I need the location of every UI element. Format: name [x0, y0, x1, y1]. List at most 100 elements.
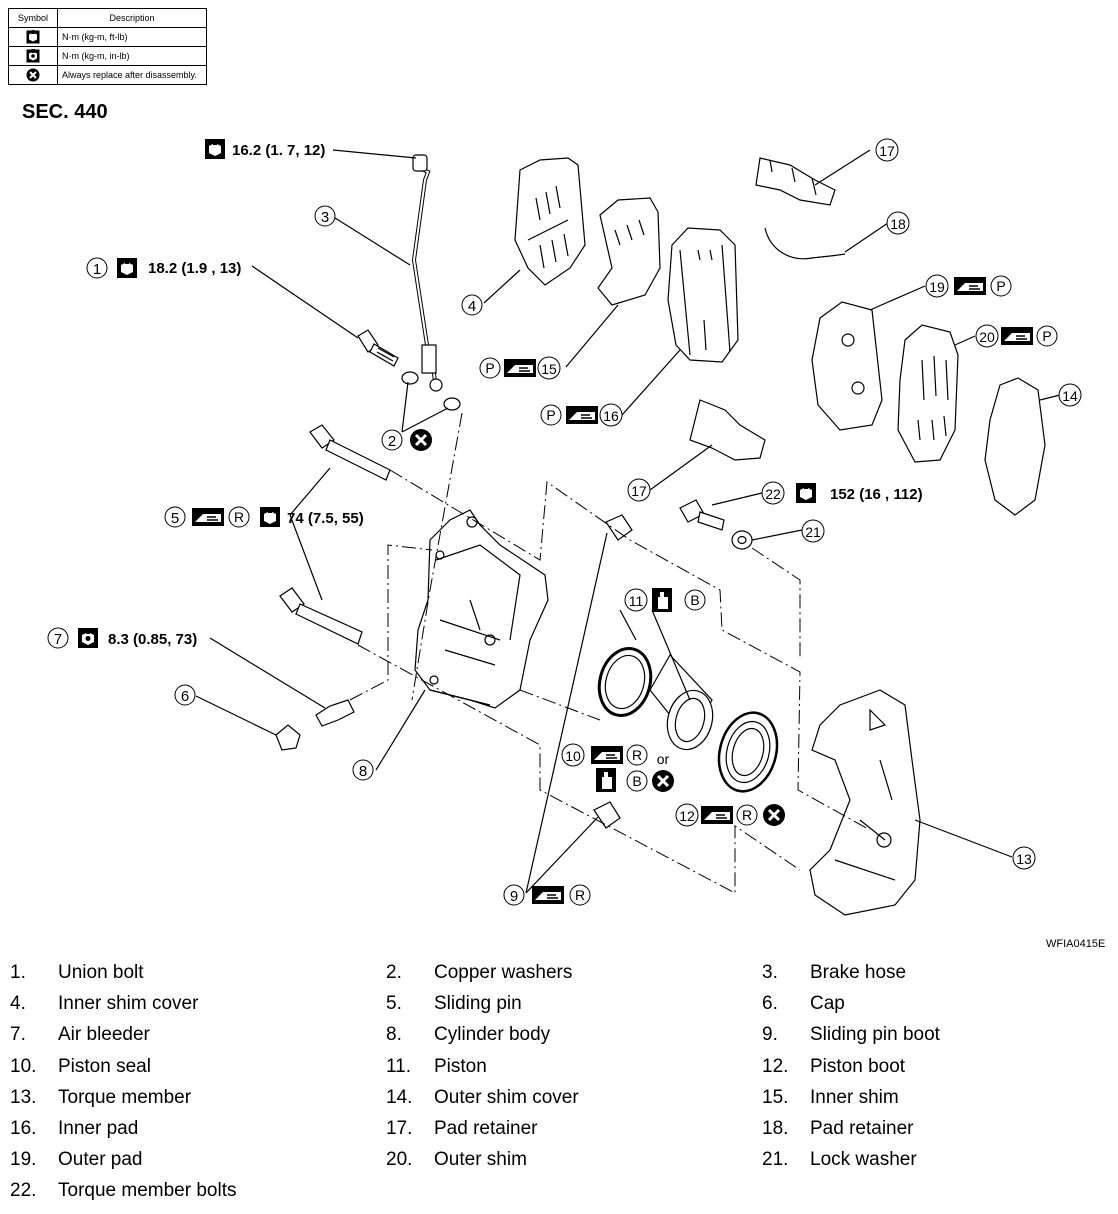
symbol-p: P — [540, 404, 562, 426]
piston-boot — [717, 711, 779, 793]
sliding-pin — [279, 587, 305, 613]
part-number: 5. — [386, 993, 402, 1015]
svg-text:R: R — [234, 509, 244, 525]
part-number: 2. — [386, 962, 402, 983]
part-number: 6. — [762, 993, 778, 1015]
cap — [275, 724, 301, 751]
legend-header: Symbol Description — [8, 8, 207, 28]
always-replace-icon — [650, 768, 676, 794]
symbol-p: P — [479, 357, 501, 379]
part-name: Outer pad — [58, 1149, 143, 1171]
callout-3: 3 — [314, 205, 336, 227]
part-number: 21. — [762, 1149, 789, 1171]
part-number: 13. — [10, 1086, 37, 1108]
symbol-p: P — [990, 275, 1012, 297]
svg-text:3: 3 — [321, 209, 329, 226]
callout-16: 16 — [599, 403, 623, 427]
part-number: 1. — [10, 962, 26, 983]
callout-17: 17 — [627, 478, 651, 502]
svg-text:10: 10 — [565, 748, 581, 764]
callout-19: 19 — [925, 274, 949, 298]
svg-text:12: 12 — [679, 808, 695, 824]
part-name: Torque member — [58, 1086, 192, 1108]
svg-text:13: 13 — [1016, 851, 1032, 867]
part-name: Cylinder body — [434, 1024, 551, 1046]
callout-12: 12 — [675, 803, 699, 827]
legend-row: Always replace after disassembly. — [8, 65, 207, 85]
pad-retainer-lower — [689, 399, 766, 461]
part-name: Inner shim — [810, 1086, 899, 1108]
grease-icon — [191, 507, 225, 527]
svg-text:9: 9 — [510, 888, 518, 905]
copper-washer — [401, 371, 419, 385]
part-name: Piston seal — [58, 1055, 151, 1077]
callout-5: 5 — [164, 506, 186, 528]
callout-10: 10 — [561, 743, 585, 767]
torque-wrench-inlb-icon — [78, 628, 98, 648]
part-number: 22. — [10, 1180, 37, 1202]
svg-text:P: P — [485, 360, 494, 376]
svg-text:B: B — [632, 773, 641, 789]
symbol-b: B — [626, 770, 648, 792]
copper-washer — [443, 397, 461, 411]
lock-washer — [731, 530, 753, 550]
torque-member — [809, 689, 921, 916]
svg-text:7: 7 — [54, 631, 62, 648]
part-number: 10. — [10, 1055, 37, 1077]
callout-7: 7 — [47, 627, 69, 649]
symbol-r: R — [736, 804, 758, 826]
torque-spec-torque-member-bolt: 152 (16 , 112) — [830, 486, 923, 503]
symbol-r: R — [228, 506, 250, 528]
part-name: Piston boot — [810, 1055, 906, 1077]
brake-fluid-icon — [652, 588, 672, 612]
part-name: Pad retainer — [810, 1118, 914, 1139]
svg-text:P: P — [996, 278, 1005, 294]
symbol-b: B — [684, 589, 706, 611]
callout-8: 8 — [352, 759, 374, 781]
always-replace-icon — [761, 802, 787, 828]
part-name: Lock washer — [810, 1149, 917, 1171]
part-number: 7. — [10, 1024, 26, 1046]
part-number: 17. — [386, 1118, 413, 1139]
torque-wrench-icon — [205, 139, 225, 159]
callout-2: 2 — [381, 429, 403, 451]
svg-text:19: 19 — [929, 279, 945, 295]
torque-wrench-icon — [260, 507, 280, 527]
part-name: Outer shim — [434, 1149, 527, 1171]
callout-18: 18 — [886, 211, 910, 235]
part-name: Brake hose — [810, 962, 907, 983]
callout-17: 17 — [875, 138, 899, 162]
svg-text:20: 20 — [979, 329, 995, 345]
brake-caliper-exploded-diagram: 1 3 2 4 5 7 6 8 9 10 11 12 13 14 15 16 1… — [47, 138, 1082, 916]
sliding-pin-boot — [593, 801, 621, 829]
torque-wrench-icon — [26, 30, 40, 44]
svg-text:14: 14 — [1062, 388, 1078, 404]
svg-text:P: P — [546, 407, 555, 423]
svg-text:1: 1 — [93, 261, 101, 278]
callout-15: 15 — [537, 356, 561, 380]
callout-4: 4 — [461, 294, 483, 316]
grease-icon — [953, 276, 987, 296]
torque-spec-air-bleeder: 8.3 (0.85, 73) — [108, 631, 197, 648]
or-text: or — [657, 751, 670, 767]
callout-11: 11 — [624, 588, 648, 612]
air-bleeder — [315, 699, 355, 727]
part-name: Air bleeder — [58, 1024, 150, 1046]
grease-icon — [565, 405, 599, 425]
symbol-r: R — [626, 744, 648, 766]
callout-1: 1 — [86, 257, 108, 279]
part-number: 12. — [762, 1055, 789, 1077]
svg-text:R: R — [632, 747, 642, 763]
part-number: 19. — [10, 1149, 37, 1171]
grease-icon — [590, 745, 624, 765]
part-name: Inner shim cover — [58, 993, 199, 1015]
part-name: Sliding pin — [434, 993, 522, 1015]
part-number: 18. — [762, 1118, 789, 1139]
part-name: Pad retainer — [434, 1118, 538, 1139]
part-name: Torque member bolts — [58, 1180, 237, 1202]
svg-text:15: 15 — [541, 361, 557, 377]
callout-21: 21 — [801, 519, 825, 543]
grease-icon — [503, 358, 537, 378]
torque-spec-union-bolt: 18.2 (1.9 , 13) — [148, 260, 241, 277]
sliding-pin-boot — [605, 514, 633, 541]
